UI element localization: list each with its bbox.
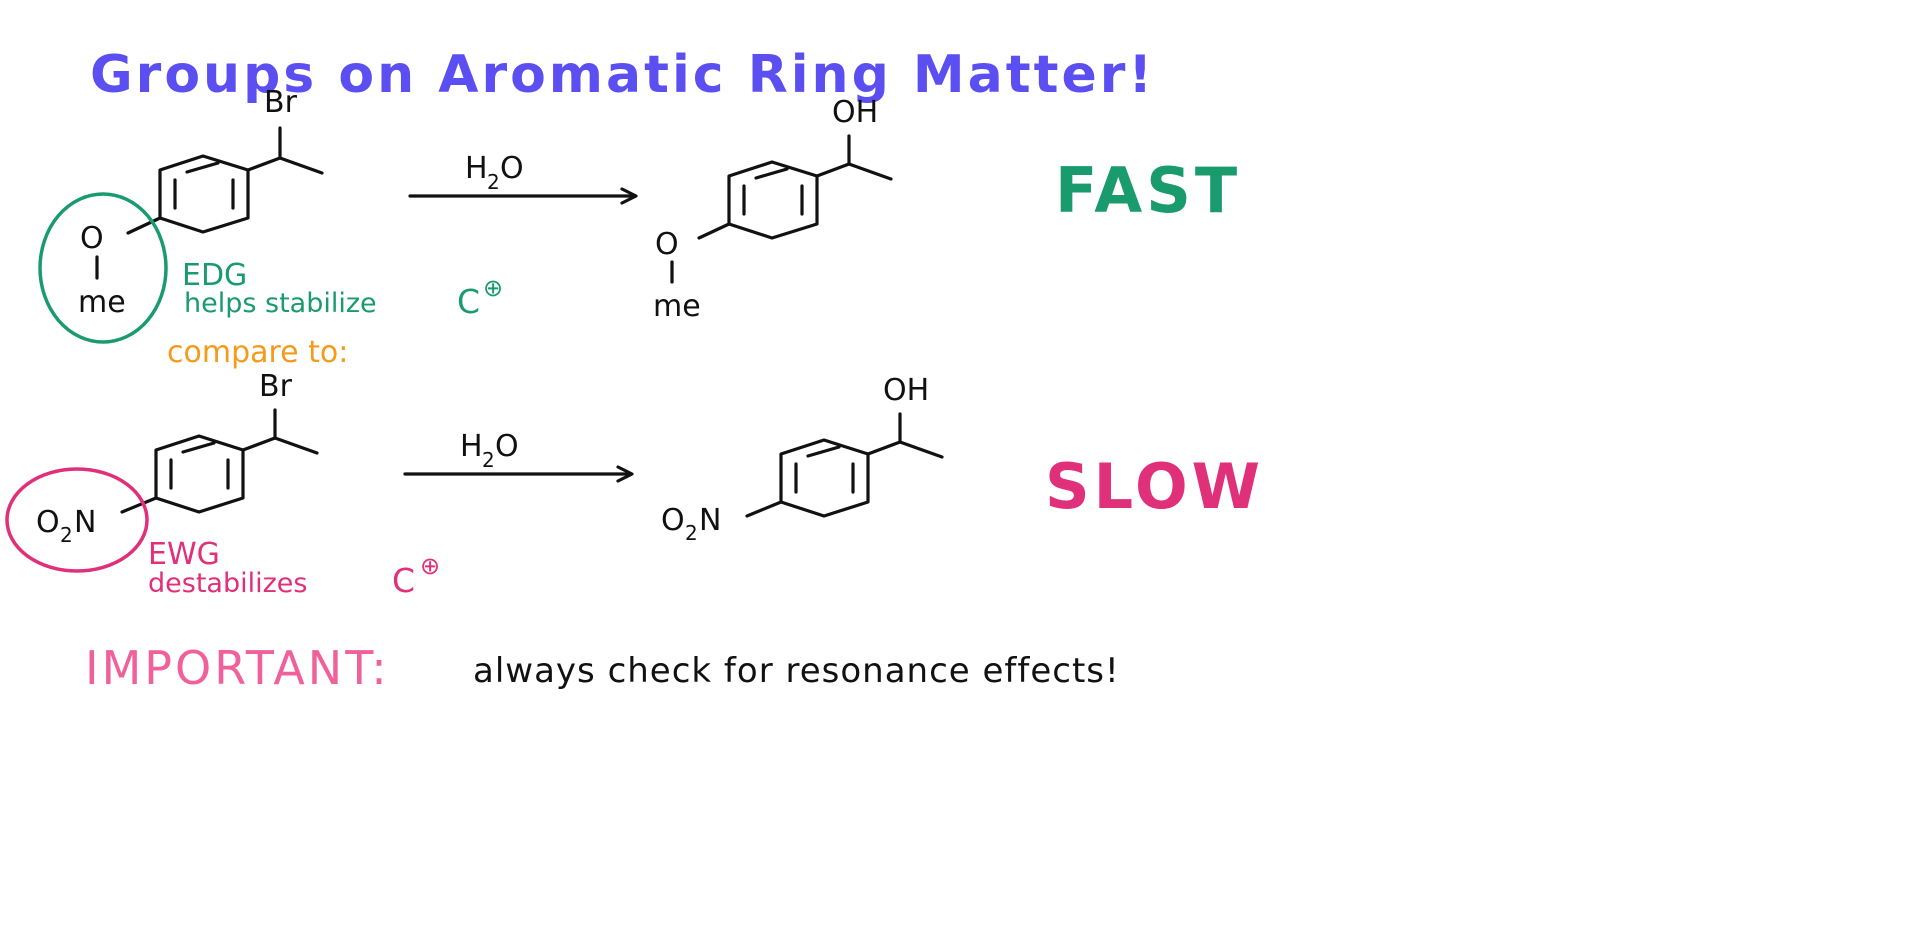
nitro-subscript: 2: [60, 523, 73, 547]
page-title: Groups on Aromatic Ring Matter!: [90, 45, 1155, 105]
hydroxyl-label: OH: [832, 95, 878, 130]
carbocation-label: C: [457, 282, 480, 321]
arrow-head-icon: [616, 465, 634, 483]
rate-slow-label: SLOW: [1045, 450, 1264, 523]
nitro-n-label: N: [74, 505, 96, 540]
reagent-o: O: [500, 151, 524, 186]
ring-double-bond: [185, 161, 220, 174]
product-2: OH O 2 N: [661, 373, 944, 545]
reaction-2: Br O 2 N EWG destabilizes C ⊕ H 2 O: [5, 369, 1264, 600]
compare-label: compare to:: [167, 335, 348, 370]
bromine-label: Br: [264, 85, 298, 120]
important-label: IMPORTANT:: [85, 641, 390, 695]
reagent-o: O: [495, 429, 519, 464]
side-chain-bond: [866, 440, 902, 456]
cation-charge-icon: ⊕: [420, 552, 440, 580]
edg-label: EDG: [182, 258, 247, 293]
ring-double-bond: [181, 441, 216, 454]
important-note: IMPORTANT: always check for resonance ef…: [85, 641, 1120, 695]
methyl-bond: [278, 156, 324, 175]
hydroxyl-label: OH: [883, 373, 929, 408]
methyl-bond: [847, 162, 893, 181]
bromine-label: Br: [259, 369, 293, 404]
ring-double-bond: [806, 445, 841, 458]
ewg-explanation: destabilizes: [148, 568, 307, 599]
ring-n-bond: [745, 500, 783, 518]
product-1: OH O me: [653, 95, 893, 324]
oxygen-label: O: [80, 221, 104, 256]
ring-n-bond: [120, 496, 158, 514]
methyl-bond: [898, 440, 944, 459]
reagent-subscript: 2: [482, 448, 495, 472]
oxygen-label: O: [655, 227, 679, 262]
reaction-1: Br O me EDG helps stabilize C ⊕ H 2 O: [38, 85, 1241, 344]
reactant-2: Br O 2 N EWG destabilizes C ⊕: [5, 369, 440, 600]
rate-fast-label: FAST: [1055, 154, 1241, 227]
nitro-o-label: O: [661, 503, 685, 538]
nitro-o-label: O: [36, 505, 60, 540]
nitro-n-label: N: [699, 503, 721, 538]
cation-charge-icon: ⊕: [483, 274, 503, 302]
ewg-highlight-circle: [5, 467, 149, 573]
carbocation-label: C: [392, 561, 415, 600]
ring-double-bond: [754, 167, 789, 180]
arrow-head-icon: [620, 187, 638, 205]
edg-explanation: helps stabilize: [184, 288, 377, 319]
ring-o-bond: [697, 222, 731, 240]
side-chain-bond: [815, 162, 851, 178]
edg-highlight-circle: [38, 192, 168, 344]
reagent-h: H: [465, 151, 488, 186]
reagent-h: H: [460, 429, 483, 464]
methyl-label: me: [78, 285, 126, 320]
reagent-2: H 2 O: [403, 429, 634, 483]
important-text: always check for resonance effects!: [473, 651, 1120, 691]
methyl-bond: [273, 436, 319, 455]
side-chain-bond: [246, 156, 282, 172]
side-chain-bond: [241, 436, 277, 452]
ewg-label: EWG: [148, 537, 220, 572]
reagent-1: H 2 O: [408, 151, 638, 205]
reagent-subscript: 2: [487, 170, 500, 194]
methyl-label: me: [653, 289, 701, 324]
reactant-1: Br O me EDG helps stabilize C ⊕: [38, 85, 503, 344]
ring-o-bond: [126, 216, 162, 235]
nitro-subscript: 2: [685, 521, 698, 545]
